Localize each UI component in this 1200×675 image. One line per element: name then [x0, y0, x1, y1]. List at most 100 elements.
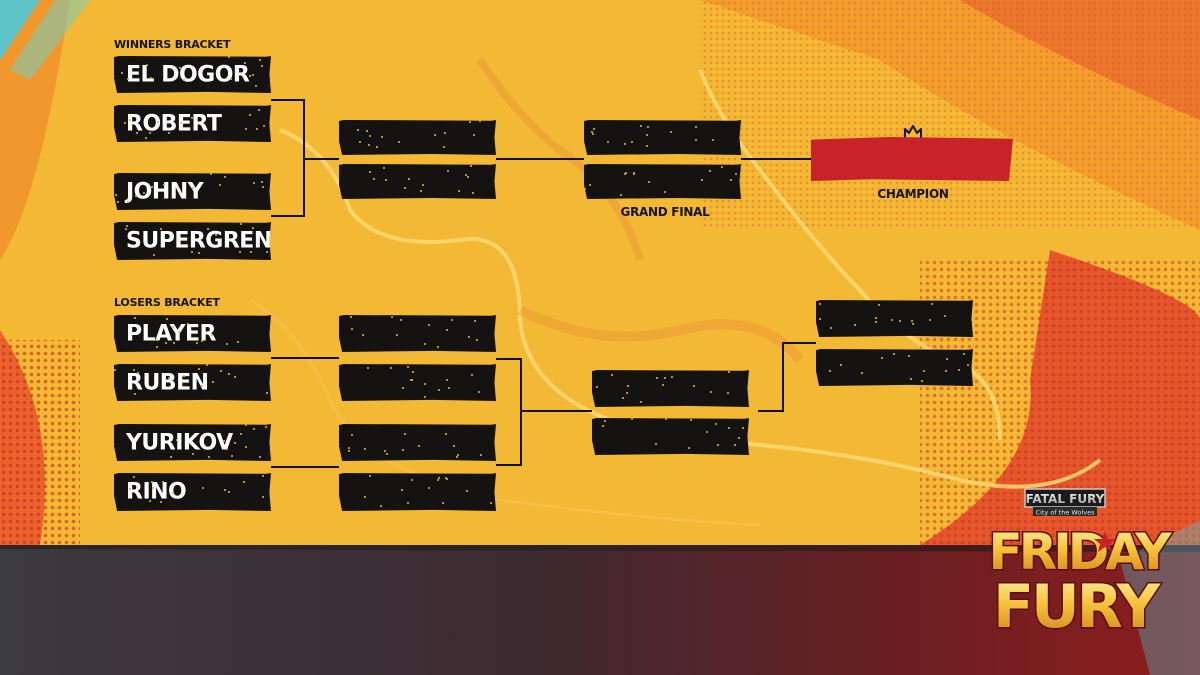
- slot-texture-speck: [721, 166, 723, 168]
- slot-texture-speck: [656, 377, 658, 379]
- slot-texture-speck: [476, 339, 478, 341]
- slot-texture-speck: [380, 505, 382, 507]
- winners-r2-slot-1[interactable]: [339, 120, 496, 155]
- slot-texture-speck: [134, 393, 136, 395]
- slot-texture-speck: [424, 396, 426, 398]
- slot-texture-speck: [466, 490, 468, 492]
- winners-r1-slot-1[interactable]: EL DOGOR: [114, 56, 271, 93]
- slot-texture-speck: [958, 369, 960, 371]
- losers-r2-slot-4[interactable]: [339, 473, 496, 511]
- slot-texture-speck: [584, 188, 586, 190]
- slot-texture-speck: [735, 173, 737, 175]
- slot-texture-speck: [411, 379, 413, 381]
- slot-texture-speck: [136, 132, 138, 134]
- svg-text:City of the Wolves: City of the Wolves: [1036, 509, 1096, 517]
- slot-texture-speck: [478, 391, 480, 393]
- slot-texture-speck: [390, 367, 392, 369]
- losers-r1-slot-1[interactable]: PLAYER: [114, 315, 271, 352]
- slot-texture-speck: [172, 492, 174, 494]
- slot-texture-speck: [206, 364, 208, 366]
- slot-texture-speck: [234, 376, 236, 378]
- slot-texture-speck: [665, 418, 667, 420]
- slot-texture-speck: [401, 489, 403, 491]
- slot-texture-speck: [252, 74, 254, 76]
- slot-texture-speck: [114, 369, 116, 371]
- slot-texture-speck: [262, 186, 264, 188]
- slot-texture-speck: [445, 433, 447, 435]
- slot-texture-speck: [944, 315, 946, 317]
- slot-texture-speck: [234, 442, 236, 444]
- losers-final-slot-1[interactable]: [816, 300, 973, 337]
- slot-texture-speck: [223, 440, 225, 442]
- grand-final-slot-2[interactable]: [584, 164, 741, 199]
- slot-texture-speck: [631, 418, 633, 420]
- slot-texture-speck: [245, 128, 247, 130]
- grand-final-slot-1[interactable]: [584, 120, 741, 155]
- losers-r2-slot-2[interactable]: [339, 364, 496, 401]
- slot-texture-speck: [424, 343, 426, 345]
- slot-texture-speck: [411, 479, 413, 481]
- slot-texture-speck: [819, 318, 821, 320]
- slot-texture-speck: [620, 194, 622, 196]
- slot-texture-speck: [908, 355, 910, 357]
- slot-texture-speck: [861, 372, 863, 374]
- slot-texture-speck: [728, 427, 730, 429]
- losers-r1-slot-3[interactable]: YURIKOV: [114, 424, 271, 461]
- slot-texture-speck: [228, 56, 230, 58]
- slot-texture-speck: [224, 489, 226, 491]
- winners-r1-slot-2[interactable]: ROBERT: [114, 105, 271, 142]
- slot-texture-speck: [444, 132, 446, 134]
- slot-texture-speck: [201, 385, 203, 387]
- losers-semi-slot-1[interactable]: [592, 370, 749, 407]
- slot-texture-speck: [446, 379, 448, 381]
- losers-final-slot-2[interactable]: [816, 349, 973, 386]
- slot-texture-speck: [219, 184, 221, 186]
- slot-texture-speck: [438, 477, 440, 479]
- slot-texture-speck: [117, 201, 119, 203]
- slot-texture-speck: [469, 121, 471, 123]
- slot-texture-speck: [840, 364, 842, 366]
- winners-r2-slot-2[interactable]: [339, 164, 496, 199]
- slot-texture-speck: [261, 181, 263, 183]
- slot-texture-speck: [245, 446, 247, 448]
- slot-texture-speck: [646, 134, 648, 136]
- slot-texture-speck: [446, 329, 448, 331]
- losers-r2-slot-3[interactable]: [339, 424, 496, 461]
- slot-texture-speck: [364, 448, 366, 450]
- champion-slot[interactable]: [811, 137, 1013, 181]
- slot-texture-speck: [829, 370, 831, 372]
- slot-texture-speck: [244, 62, 246, 64]
- slot-texture-speck: [258, 109, 260, 111]
- slot-texture-speck: [125, 228, 127, 230]
- losers-r1-slot-2[interactable]: RUBEN: [114, 364, 271, 401]
- slot-texture-speck: [150, 77, 152, 79]
- slot-texture-speck: [259, 59, 261, 61]
- slot-texture-speck: [893, 353, 895, 355]
- losers-r2-slot-1[interactable]: [339, 315, 496, 352]
- slot-texture-speck: [593, 128, 595, 130]
- slot-texture-speck: [442, 502, 444, 504]
- slot-texture-speck: [261, 65, 263, 67]
- slot-texture-speck: [156, 339, 158, 341]
- slot-texture-speck: [402, 449, 404, 451]
- losers-semi-slot-2[interactable]: [592, 418, 749, 455]
- slot-texture-speck: [368, 144, 370, 146]
- slot-texture-speck: [191, 251, 193, 253]
- slot-texture-speck: [228, 491, 230, 493]
- slot-texture-speck: [224, 176, 226, 178]
- losers-r1-slot-4[interactable]: RINO: [114, 473, 271, 511]
- slot-texture-speck: [472, 192, 474, 194]
- slot-texture-speck: [253, 182, 255, 184]
- slot-texture-speck: [437, 479, 439, 481]
- winners-r1-slot-3[interactable]: JOHNY: [114, 173, 271, 210]
- slot-texture-speck: [627, 385, 629, 387]
- friday-fury-logo: FATAL FURY City of the Wolves FRIDAY FUR…: [987, 488, 1178, 644]
- slot-texture-speck: [434, 134, 436, 136]
- winners-r1-slot-4[interactable]: SUPERGRENAS: [114, 222, 271, 260]
- slot-texture-speck: [156, 346, 158, 348]
- slot-texture-speck: [373, 178, 375, 180]
- player-name: PLAYER: [126, 321, 216, 346]
- slot-texture-speck: [127, 201, 129, 203]
- slot-texture-speck: [473, 134, 475, 136]
- slot-texture-speck: [376, 146, 378, 148]
